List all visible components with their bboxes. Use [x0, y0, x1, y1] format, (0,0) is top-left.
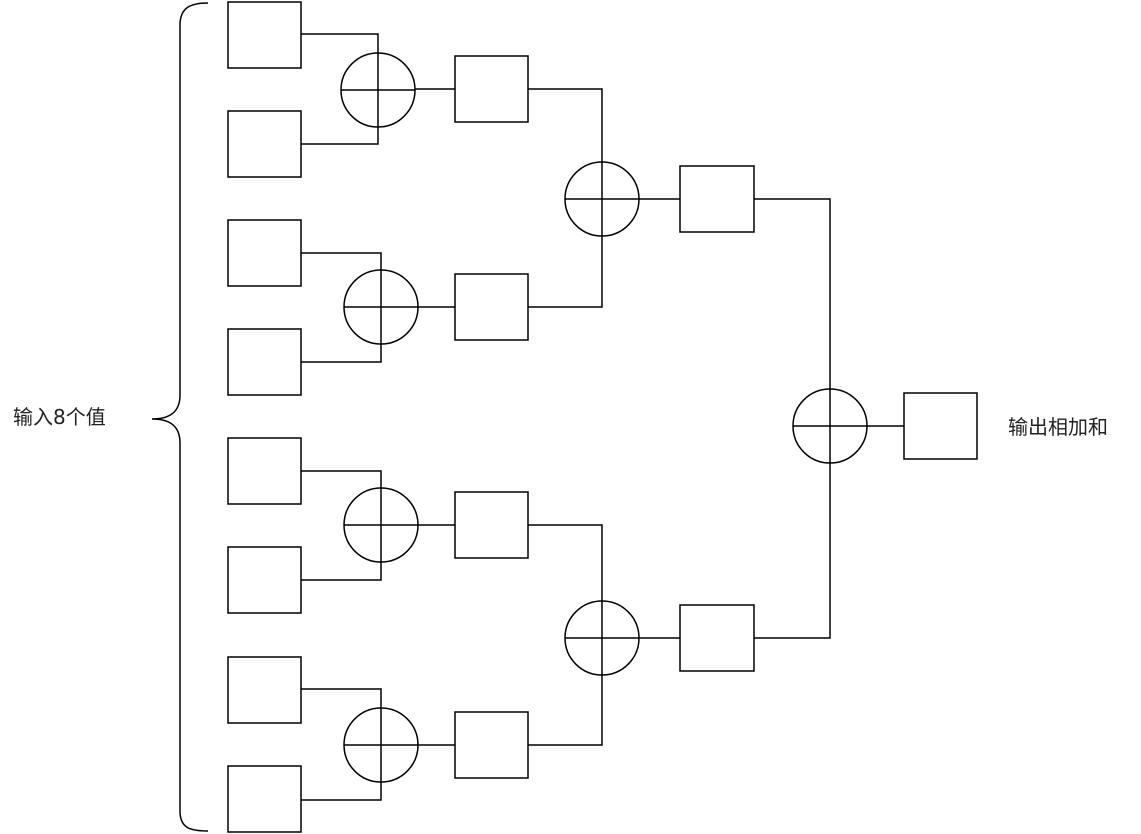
- level1-result-box-2: [454, 273, 529, 341]
- input-boxes: [227, 1, 302, 833]
- level1-adder-3-icon: [343, 487, 419, 563]
- input-box-4: [227, 328, 302, 396]
- level2-result-boxes: [679, 165, 755, 672]
- level2-result-box-2: [679, 604, 755, 672]
- input-box-6: [227, 546, 302, 614]
- output-label: 输出相加和: [1008, 415, 1108, 439]
- level1-result-boxes: [454, 55, 529, 779]
- level1-result-box-1: [454, 55, 529, 123]
- level2-adder-1-icon: [564, 161, 640, 237]
- level2-result-box-1: [679, 165, 755, 233]
- input-brace: [151, 2, 209, 832]
- level1-adder-1-icon: [340, 52, 416, 128]
- level1-result-box-3: [454, 491, 529, 559]
- level1-adder-4-icon: [343, 707, 419, 783]
- level1-result-box-4: [454, 711, 529, 779]
- level1-wires: [301, 33, 455, 801]
- input-box-2: [227, 110, 302, 178]
- input-box-5: [227, 437, 302, 505]
- input-box-1: [227, 1, 302, 69]
- input-box-7: [227, 656, 302, 724]
- input-box-3: [227, 219, 302, 287]
- input-box-8: [227, 765, 302, 833]
- input-label: 输入8个值: [13, 405, 106, 429]
- final-adder-icon: [792, 388, 868, 464]
- level2-adder-2-icon: [564, 600, 640, 676]
- output-box: [903, 392, 978, 460]
- level1-adder-2-icon: [343, 269, 419, 345]
